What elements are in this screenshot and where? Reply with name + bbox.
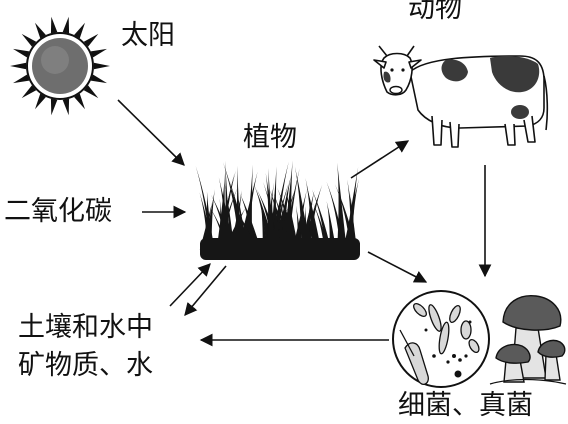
arrow-plant-to-soil: [184, 265, 227, 316]
plant-label: 植物: [243, 122, 297, 153]
arrow-plant-to-decomposer: [367, 251, 428, 283]
arrow-sun-to-plant: [117, 99, 185, 166]
sun-label: 太阳: [121, 20, 175, 51]
arrow-plant-to-animal: [350, 140, 410, 179]
co2-label: 二氧化碳: [4, 196, 112, 227]
arrow-soil-to-plant: [169, 263, 211, 307]
decomposer-label: 细菌、真菌: [398, 390, 533, 421]
soil-label-line2: 矿物质、水: [18, 350, 153, 381]
animal-label: 动物: [408, 0, 462, 24]
soil-label-line1: 土壤和水中: [18, 312, 153, 343]
